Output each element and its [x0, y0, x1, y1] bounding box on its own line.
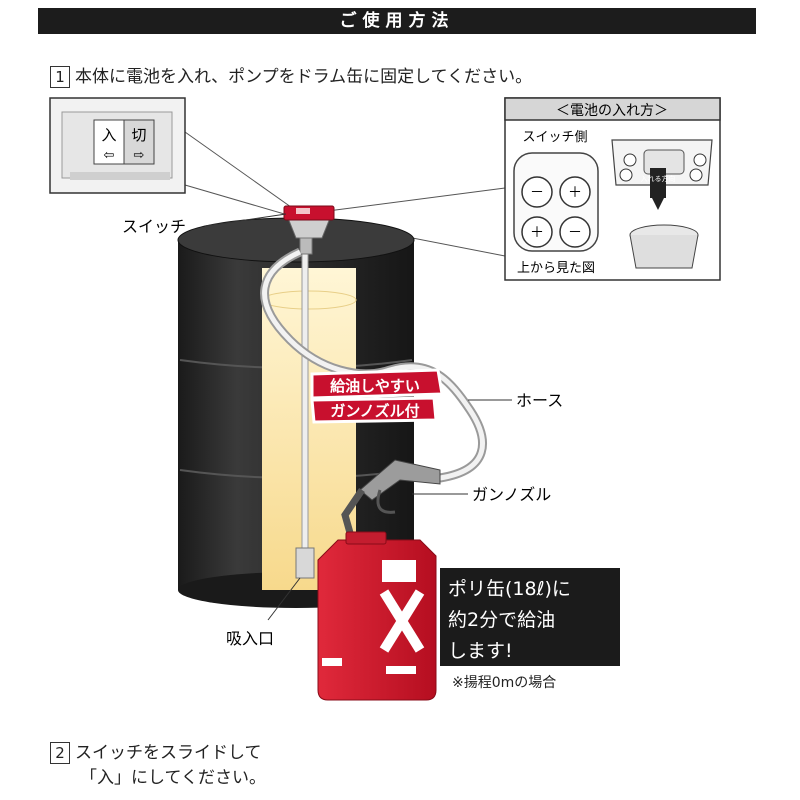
insert-direction-label: 入れる方向 — [641, 174, 676, 183]
badge-line-2: ガンノズル付 — [330, 402, 419, 420]
switch-left-arrow-icon: ⇦ — [104, 148, 115, 163]
battery-minus-icon: － — [568, 225, 582, 241]
switch-closeup-panel: 入 切 ⇦ ⇨ — [49, 97, 186, 194]
fill-info-line-3: します! — [448, 640, 513, 662]
step-2-text-line-2: 「入」にしてください。 — [80, 768, 266, 788]
battery-plus-icon: ＋ — [568, 185, 582, 201]
fill-info-line-1: ポリ缶(18ℓ)に — [448, 578, 571, 600]
step-2-number: 2 — [50, 742, 70, 764]
fill-info-box: ポリ缶(18ℓ)に 約2分で給油 します! — [440, 568, 620, 666]
step-1-text: 本体に電池を入れ、ポンプをドラム缶に固定してください。 — [75, 67, 533, 87]
switch-on-position — [93, 119, 125, 165]
switch-side-label: スイッチ側 — [522, 130, 587, 145]
section-header: ご使用方法 — [38, 8, 756, 34]
switch-off-label: 切 — [131, 126, 146, 144]
switch-label: スイッチ — [122, 217, 186, 236]
intake-label: 吸入口 — [226, 629, 274, 648]
switch-right-arrow-icon: ⇨ — [134, 148, 145, 163]
step-1-number: 1 — [50, 66, 70, 88]
gun-nozzle-label: ガンノズル — [472, 485, 551, 504]
battery-plus-icon: ＋ — [530, 225, 544, 241]
hose-label: ホース — [516, 391, 563, 410]
gun-nozzle-badge: 給油しやすい ガンノズル付 — [310, 368, 444, 424]
poly-can — [317, 531, 437, 701]
insert-direction-arrow-icon — [652, 198, 664, 210]
fill-info-note: ※揚程0mの場合 — [452, 675, 557, 691]
switch-off-position — [123, 119, 155, 165]
battery-insertion-panel: ＜電池の入れ方＞ スイッチ側 － ＋ ＋ － 上から見た図 入れる方向 — [504, 97, 721, 281]
badge-line-1: 給油しやすい — [330, 377, 420, 395]
battery-minus-icon: － — [530, 185, 544, 201]
pump-head — [283, 205, 335, 255]
top-view-label: 上から見た図 — [517, 261, 595, 276]
step-2-text-line-1: スイッチをスライドして — [75, 743, 262, 763]
fill-info-line-2: 約2分で給油 — [448, 609, 556, 631]
battery-panel-title: ＜電池の入れ方＞ — [556, 103, 668, 119]
intake-port — [295, 547, 315, 579]
switch-on-label: 入 — [101, 126, 116, 144]
